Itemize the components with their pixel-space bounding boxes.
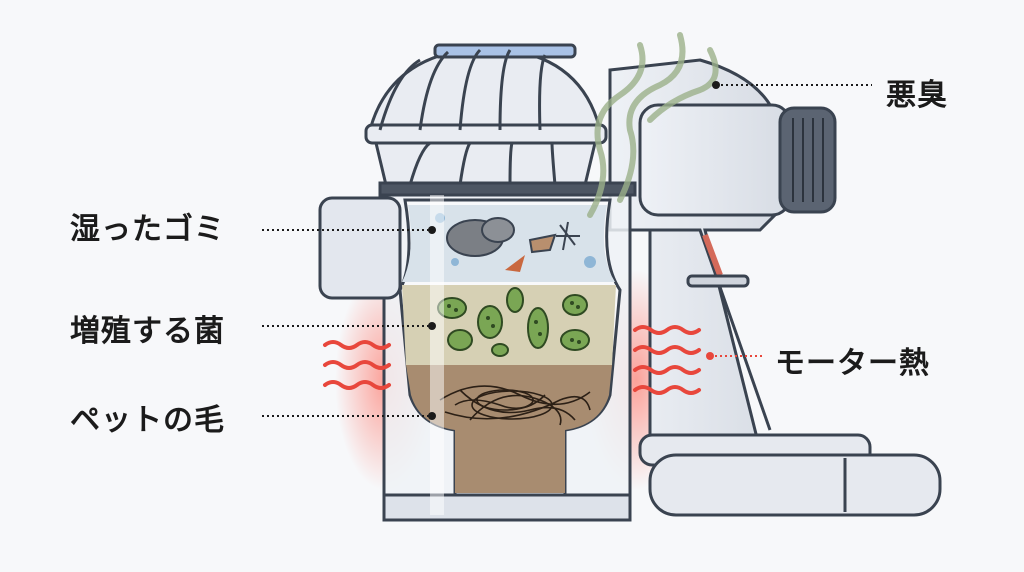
pet-hair: [439, 385, 591, 426]
cyclone-dome: [364, 43, 608, 187]
dust-clump: [435, 213, 596, 272]
bacteria-cluster: [437, 287, 590, 357]
label-pet-hair: ペットの毛: [70, 403, 225, 438]
motor-heat-label-bg: [765, 330, 955, 384]
bacteria-dots: [447, 301, 581, 344]
odor-wisps: [587, 32, 719, 218]
heat-waves-right: [633, 325, 701, 395]
hair-layer: [406, 365, 612, 493]
label-wet-dust: 湿ったゴミ: [70, 212, 225, 247]
label-odor: 悪臭: [886, 78, 948, 113]
label-motor-heat: モーター熱: [775, 346, 930, 381]
bin-highlight: [430, 195, 444, 515]
heat-waves-left: [323, 340, 391, 390]
label-bacteria: 増殖する菌: [70, 314, 225, 349]
vacuum-battery: [638, 433, 942, 517]
